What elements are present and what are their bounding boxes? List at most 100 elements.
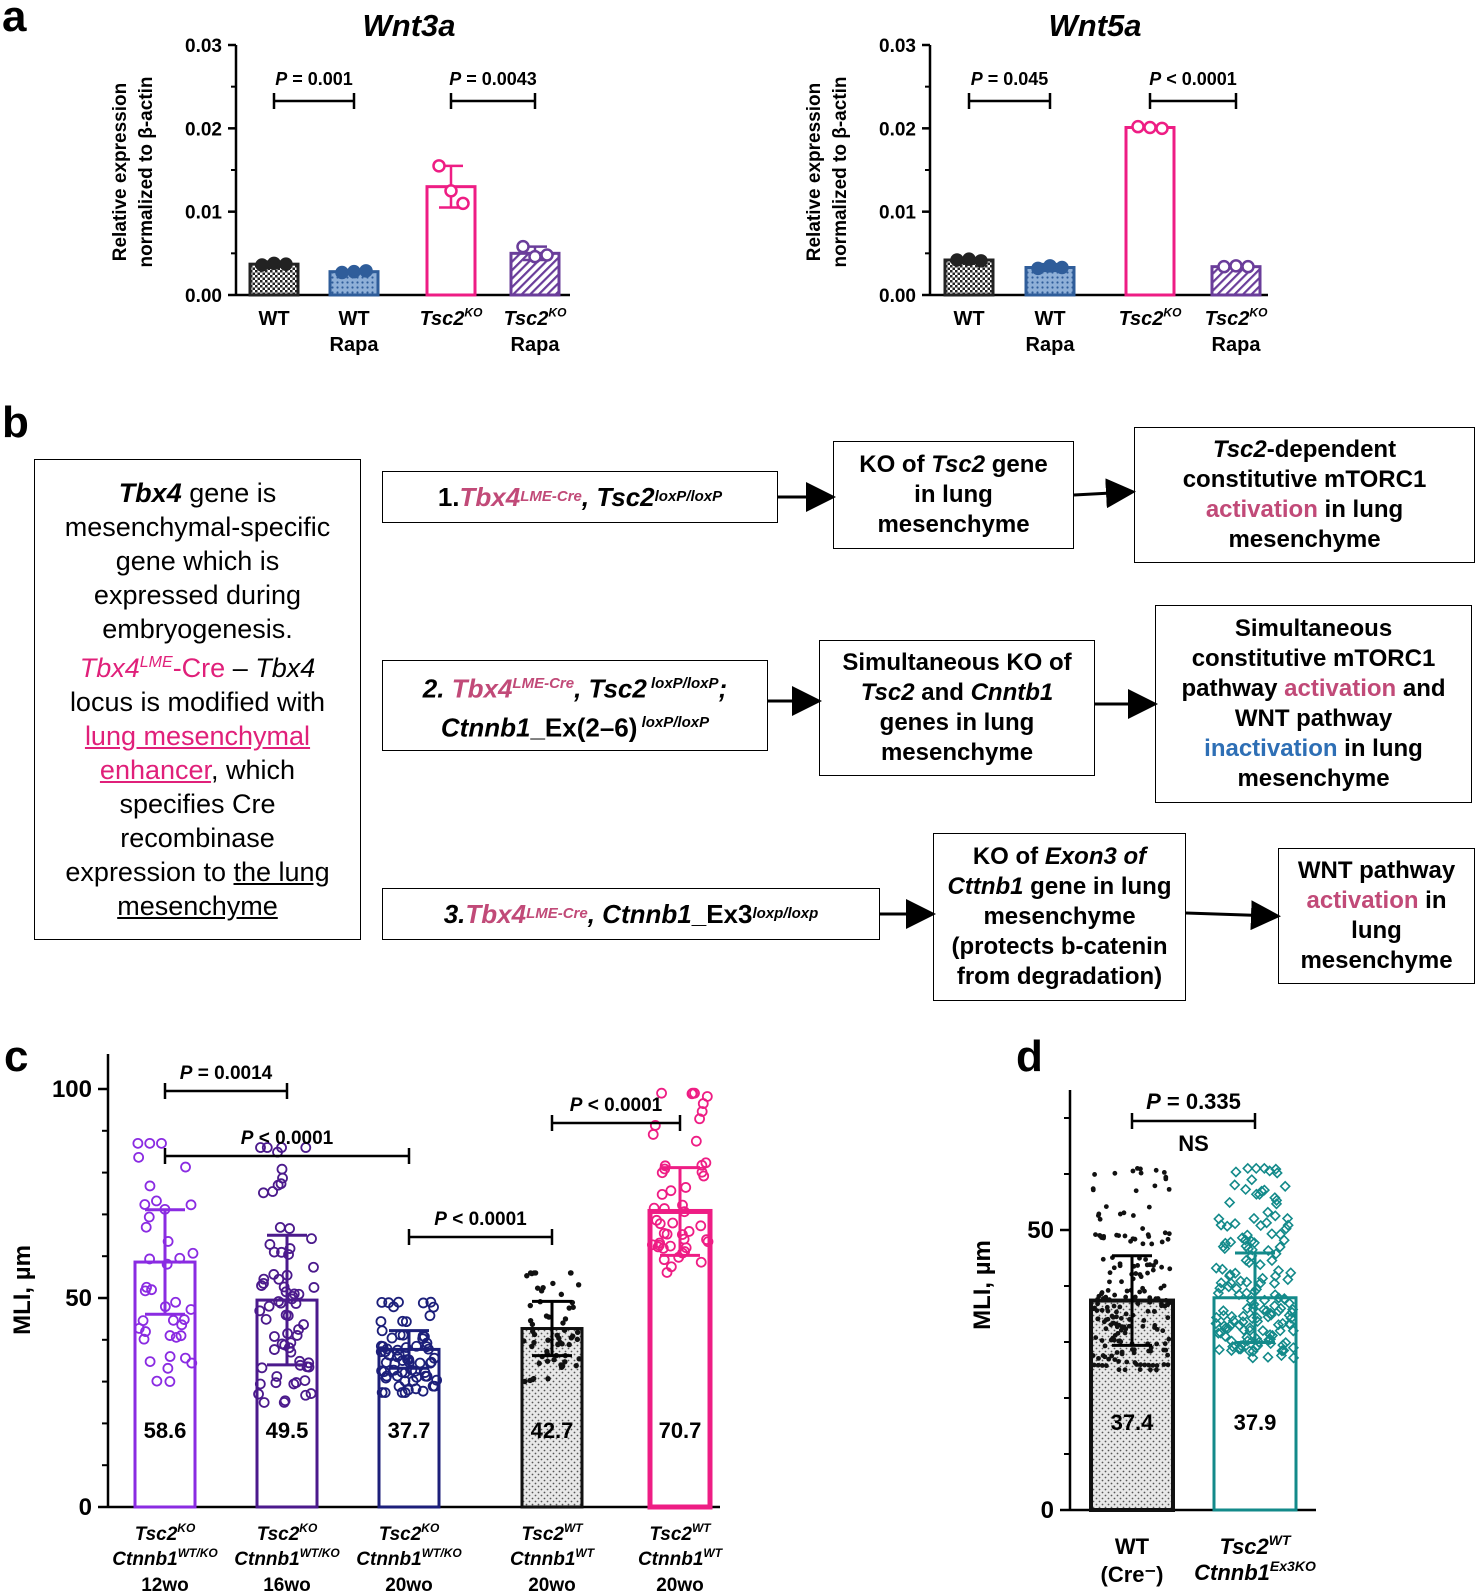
y-tick-label: 50 [65,1285,92,1312]
data-point [151,1375,163,1387]
data-point [1242,1162,1254,1175]
data-point [1234,1275,1247,1287]
data-point [383,1349,395,1361]
data-point [1165,1302,1171,1308]
data-point [1160,1328,1166,1334]
x-tick-label: Tsc2WT [1219,1532,1292,1559]
data-point [187,1247,199,1259]
panel-letter-b: b [2,398,29,447]
data-point [1110,1314,1116,1320]
x-tick-label: Tsc2KO [420,306,484,330]
p-value-label: P < 0.0001 [570,1095,663,1116]
data-point [544,1348,550,1355]
data-point [359,264,373,278]
info-line-1: Tbx4 gene is [118,478,277,508]
data-point [1162,1230,1168,1236]
data-point [695,1220,707,1232]
data-point [256,1280,267,1291]
data-point [1095,1301,1100,1307]
data-point [1253,1188,1266,1200]
data-point [1114,1350,1120,1355]
data-point [1154,1327,1160,1332]
data-point [254,1305,266,1317]
data-point [1260,1217,1273,1229]
x-tick-label: 20wo [528,1575,576,1592]
y-tick-label: 50 [1027,1217,1054,1244]
data-point [1269,1192,1281,1204]
data-point [376,1296,388,1308]
data-point [375,1316,387,1327]
data-point [1210,1317,1222,1330]
data-point [1097,1216,1103,1222]
data-point [283,1249,294,1260]
arrow-row3-b [1185,900,1281,931]
data-point [562,1359,568,1365]
x-tick-label: Tsc2WT [649,1521,712,1545]
data-point [1147,1262,1153,1268]
data-point [263,1300,275,1312]
data-point [301,1361,313,1373]
data-point [1266,1254,1278,1267]
data-point [697,1098,709,1109]
data-point [1223,1281,1235,1293]
data-point [1255,1219,1267,1232]
data-point [423,1343,434,1355]
data-point [1135,1263,1141,1268]
info-line-5: embryogenesis. [102,614,293,644]
data-point [1093,1232,1098,1237]
data-point [551,1357,557,1363]
data-point [1225,1277,1237,1289]
data-point [144,1180,156,1192]
y-tick-label: 0.00 [879,286,916,307]
data-point [701,1234,712,1246]
data-point [527,1270,534,1276]
ns-label: NS [1178,1131,1209,1156]
data-point [380,1372,392,1384]
data-point [1282,1273,1294,1286]
data-point [411,1340,422,1352]
data-point [1114,1309,1119,1315]
data-point [1141,1318,1147,1323]
data-point [546,1314,552,1320]
data-point [409,1365,421,1377]
data-point [1097,1233,1103,1239]
data-point [393,1296,404,1308]
data-point [421,1341,433,1353]
data-point [1281,1212,1294,1225]
data-point [576,1356,582,1362]
data-point [254,1378,266,1390]
data-point [1212,1327,1225,1339]
y-axis-label: normalized to β-actin [136,76,157,267]
info-line-6: Tbx4LME-Cre – Tbx4 [79,653,316,683]
data-point [1095,1362,1101,1368]
x-tick-label: Tsc2KO [504,306,568,330]
x-tick-label: Rapa [330,334,380,356]
data-point [1153,1167,1159,1173]
data-point [299,1375,311,1387]
data-point [1272,1292,1285,1304]
data-point [1143,1257,1148,1262]
data-point [1254,1259,1266,1271]
x-tick-label: Ctnnb1Ex3KO [1194,1558,1316,1585]
data-point [1123,1294,1129,1300]
data-point [164,1376,176,1387]
data-point [1146,1348,1152,1354]
data-point [694,1113,705,1125]
data-point [261,1142,273,1153]
data-point [1146,1204,1152,1210]
data-point [1137,1289,1143,1295]
data-point [1104,1304,1110,1310]
data-point [1161,1347,1167,1353]
data-point [397,1315,409,1327]
data-point [1138,1170,1144,1176]
data-point [1161,1362,1167,1367]
data-point [1128,1238,1133,1244]
data-point [1223,1270,1236,1282]
data-point [1154,1363,1160,1368]
data-point [665,1261,677,1273]
data-point [306,1233,317,1245]
data-point [133,1323,145,1334]
data-point [156,1137,167,1149]
data-point [560,1320,566,1326]
